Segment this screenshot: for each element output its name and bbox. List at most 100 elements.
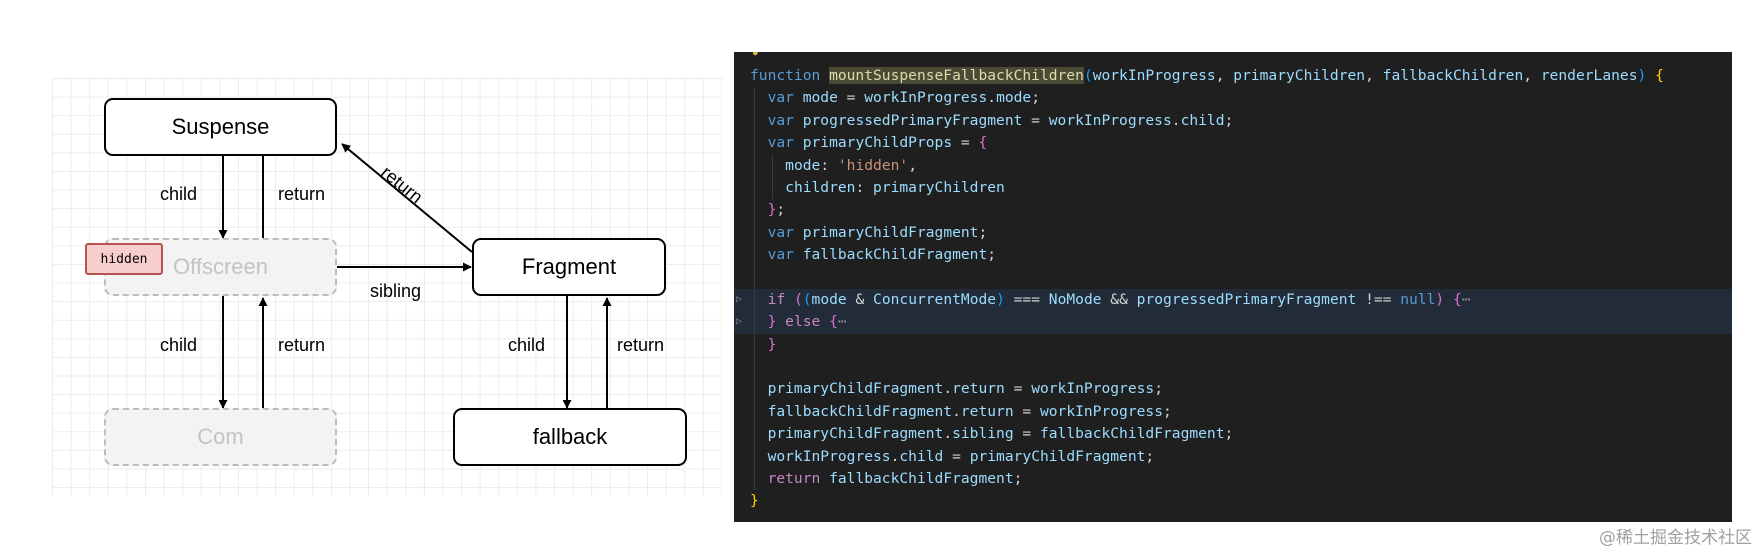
node-fragment: Fragment — [472, 238, 666, 296]
code-line[interactable]: } — [734, 490, 1732, 512]
code-token: . — [890, 447, 900, 465]
code-token: . — [952, 402, 961, 420]
code-token: ; — [987, 246, 997, 264]
code-token — [750, 425, 768, 442]
code-token: fallbackChildFragment — [767, 402, 953, 420]
fold-chevron-icon[interactable]: ▷ — [736, 316, 743, 328]
code-token: ; — [1013, 470, 1023, 488]
code-token: mode — [785, 156, 821, 174]
code-token — [750, 313, 768, 330]
fold-chevron-icon[interactable]: ▷ — [736, 293, 743, 305]
code-token: = — [1022, 111, 1049, 129]
code-token: } — [767, 335, 777, 353]
code-line[interactable]: var primaryChildFragment; — [734, 221, 1732, 245]
label-suspense-child: child — [160, 184, 198, 204]
code-token: mode — [996, 89, 1032, 107]
indent-guide — [772, 176, 773, 200]
code-token — [1646, 67, 1655, 84]
code-token: = — [952, 134, 979, 152]
code-token: = — [1013, 402, 1040, 420]
indent-guide — [754, 356, 756, 379]
code-token: . — [1171, 111, 1181, 129]
code-token: ; — [1162, 402, 1172, 420]
code-token: , — [1215, 67, 1234, 84]
indent-guide — [754, 176, 756, 200]
code-token: { — [1655, 67, 1664, 84]
code-token: function — [750, 67, 830, 84]
code-token: if — [767, 290, 794, 308]
code-token: ; — [776, 201, 786, 219]
code-token: === — [1004, 290, 1049, 308]
code-token: ) — [1637, 67, 1647, 84]
code-token — [750, 89, 768, 106]
node-fallback: fallback — [453, 408, 687, 466]
code-line[interactable]: var mode = workInProgress.mode; — [734, 87, 1732, 110]
code-editor[interactable]: ● function mountSuspenseFallbackChildren… — [734, 52, 1732, 522]
indent-guide — [754, 445, 756, 469]
code-token: { — [1453, 290, 1462, 308]
indent-guide — [754, 199, 756, 222]
code-lines: function mountSuspenseFallbackChildren(w… — [734, 65, 1732, 513]
code-token: fallbackChildFragment — [1039, 425, 1225, 443]
code-token: ( — [793, 290, 803, 308]
code-token: } — [767, 201, 777, 219]
code-token: var — [767, 134, 803, 152]
code-line[interactable]: function mountSuspenseFallbackChildren(w… — [734, 65, 1732, 87]
code-line[interactable]: mode: 'hidden', — [734, 154, 1732, 177]
edge-fragment-return — [341, 143, 473, 253]
code-line[interactable]: var primaryChildProps = { — [734, 132, 1732, 155]
code-line[interactable]: ▷ if ((mode & ConcurrentMode) === NoMode… — [734, 288, 1732, 312]
diagram-edges — [218, 134, 612, 409]
code-line[interactable]: primaryChildFragment.sibling = fallbackC… — [734, 423, 1732, 446]
code-token: . — [987, 89, 997, 107]
code-token: } — [750, 492, 759, 510]
hidden-badge: hidden — [85, 243, 163, 275]
code-token: !== — [1356, 290, 1401, 308]
code-token — [750, 291, 768, 308]
code-token — [750, 134, 768, 151]
code-line[interactable] — [734, 356, 1732, 379]
code-line[interactable]: fallbackChildFragment.return = workInPro… — [734, 400, 1732, 424]
indent-guide — [754, 288, 756, 312]
indent-guide — [754, 221, 756, 245]
code-line[interactable]: primaryChildFragment.return = workInProg… — [734, 378, 1732, 401]
code-token: ConcurrentMode — [873, 290, 997, 308]
code-line[interactable]: ▷ } else {⋯ — [734, 311, 1732, 334]
code-token: progressedPrimaryFragment — [1136, 290, 1357, 308]
code-line[interactable]: var fallbackChildFragment; — [734, 244, 1732, 267]
code-token: ( — [802, 290, 812, 308]
code-line[interactable]: children: primaryChildren — [734, 176, 1732, 200]
code-token: = — [1013, 425, 1040, 443]
code-token — [750, 224, 768, 241]
code-token: ( — [1083, 67, 1093, 84]
code-token: ; — [1031, 89, 1041, 107]
code-token: ⋯ — [837, 313, 847, 331]
code-line[interactable]: var progressedPrimaryFragment = workInPr… — [734, 109, 1732, 133]
code-line[interactable]: }; — [734, 199, 1732, 222]
code-token: sibling — [952, 425, 1014, 443]
code-token — [750, 403, 768, 420]
node-com: Com — [104, 408, 337, 466]
code-token: { — [978, 134, 988, 152]
indent-guide — [754, 400, 756, 424]
code-token: primaryChildFragment — [767, 380, 944, 398]
code-token: { — [829, 313, 838, 331]
code-line[interactable]: } — [734, 333, 1732, 357]
code-line[interactable]: return fallbackChildFragment; — [734, 468, 1732, 491]
code-token: primaryChildFragment — [802, 223, 979, 241]
label-fallback-return: return — [617, 335, 665, 355]
code-token: ; — [978, 223, 988, 241]
code-token: = — [943, 447, 970, 465]
code-line[interactable] — [734, 266, 1732, 289]
indent-guide — [754, 333, 756, 357]
code-token — [750, 470, 768, 487]
indent-guide — [754, 154, 756, 177]
code-token: return — [960, 402, 1014, 420]
code-token — [750, 336, 768, 353]
indent-guide — [754, 423, 756, 446]
code-token: workInProgress — [864, 89, 988, 107]
code-token: workInProgress — [1048, 111, 1172, 129]
lightbulb-icon[interactable]: ● — [752, 52, 759, 59]
code-line[interactable]: workInProgress.child = primaryChildFragm… — [734, 445, 1732, 469]
code-token: fallbackChildFragment — [802, 246, 988, 264]
